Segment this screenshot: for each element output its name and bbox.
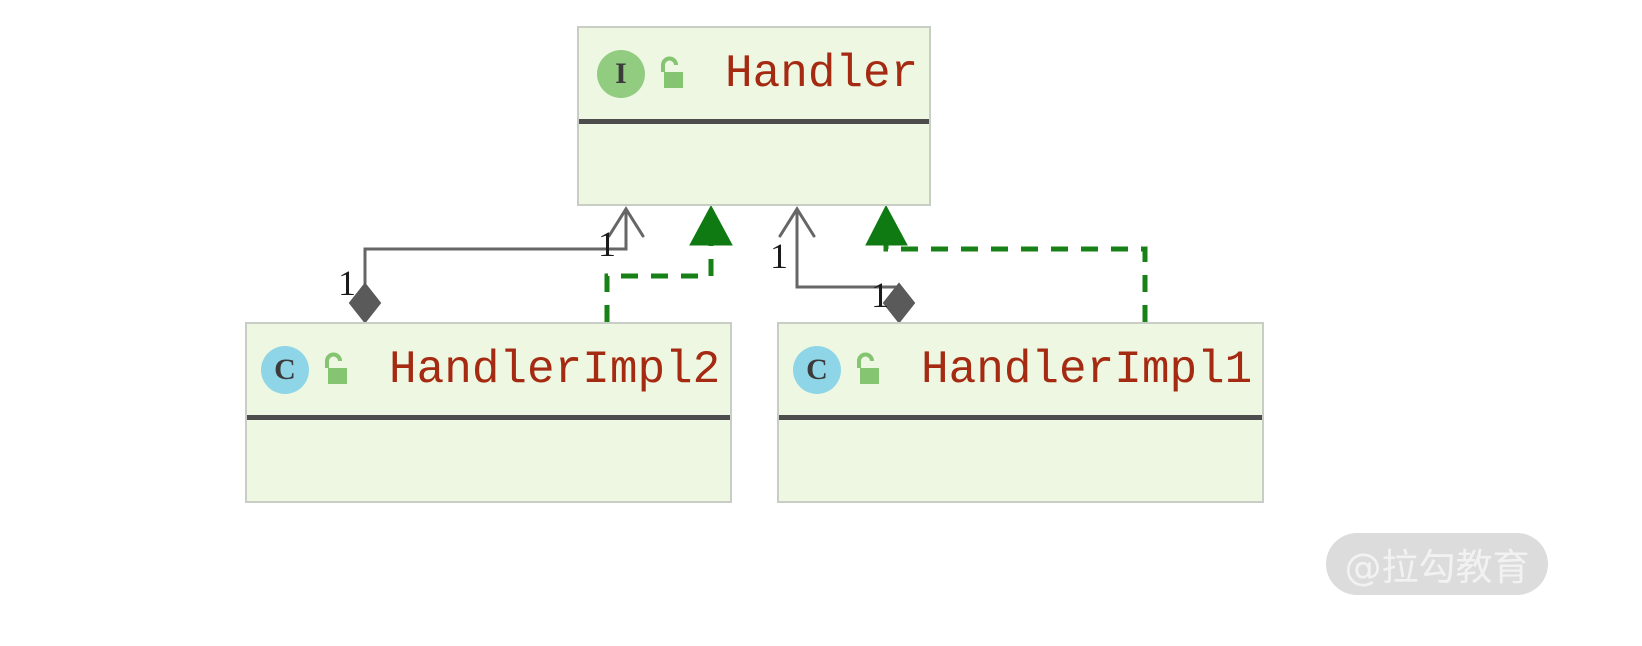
multiplicity-label: 1 [770, 236, 788, 276]
composition-diamond-impl2 [348, 282, 382, 324]
multiplicity-label: 1 [598, 224, 616, 264]
uml-node-attributes-compartment [247, 420, 730, 501]
uml-node-title: Handler [725, 47, 919, 100]
uml-node-header: C HandlerImpl1 [779, 324, 1262, 420]
uml-node-title: HandlerImpl1 [921, 343, 1253, 396]
class-badge-icon: C [793, 345, 841, 394]
uml-node-handlerimpl2[interactable]: C HandlerImpl2 [245, 322, 732, 503]
edge-association-impl2-handler[interactable] [348, 206, 645, 324]
uml-node-attributes-compartment [779, 420, 1262, 501]
realization-line-impl1 [883, 228, 1148, 322]
multiplicity-label: 1 [338, 263, 356, 303]
uml-node-handlerimpl1[interactable]: C HandlerImpl1 [777, 322, 1264, 503]
watermark: @拉勾教育 [1326, 533, 1548, 595]
uml-node-title: HandlerImpl2 [389, 343, 721, 396]
realization-triangle-impl2 [689, 204, 733, 246]
unlocked-padlock-icon [661, 56, 683, 88]
uml-node-attributes-compartment [579, 124, 929, 204]
uml-node-header: I Handler [579, 28, 929, 124]
edge-realization-impl1-handler[interactable] [865, 204, 1148, 322]
realization-triangle-impl1 [865, 204, 908, 246]
open-arrowhead-impl1 [778, 206, 816, 238]
multiplicity-label: 1 [871, 275, 889, 315]
uml-node-header: C HandlerImpl2 [247, 324, 730, 420]
uml-node-handler[interactable]: I Handler [577, 26, 931, 206]
edge-realization-impl2-handler[interactable] [604, 204, 733, 322]
edge-association-impl1-handler[interactable] [778, 206, 916, 324]
class-badge-icon: C [261, 345, 309, 394]
open-arrowhead-impl2 [607, 206, 645, 238]
unlocked-padlock-icon [857, 352, 879, 384]
composition-diamond-impl1 [882, 282, 916, 324]
association-line-impl2 [363, 212, 628, 300]
unlocked-padlock-icon [325, 352, 347, 384]
interface-badge-icon: I [597, 49, 645, 98]
realization-line-impl2 [604, 228, 714, 322]
